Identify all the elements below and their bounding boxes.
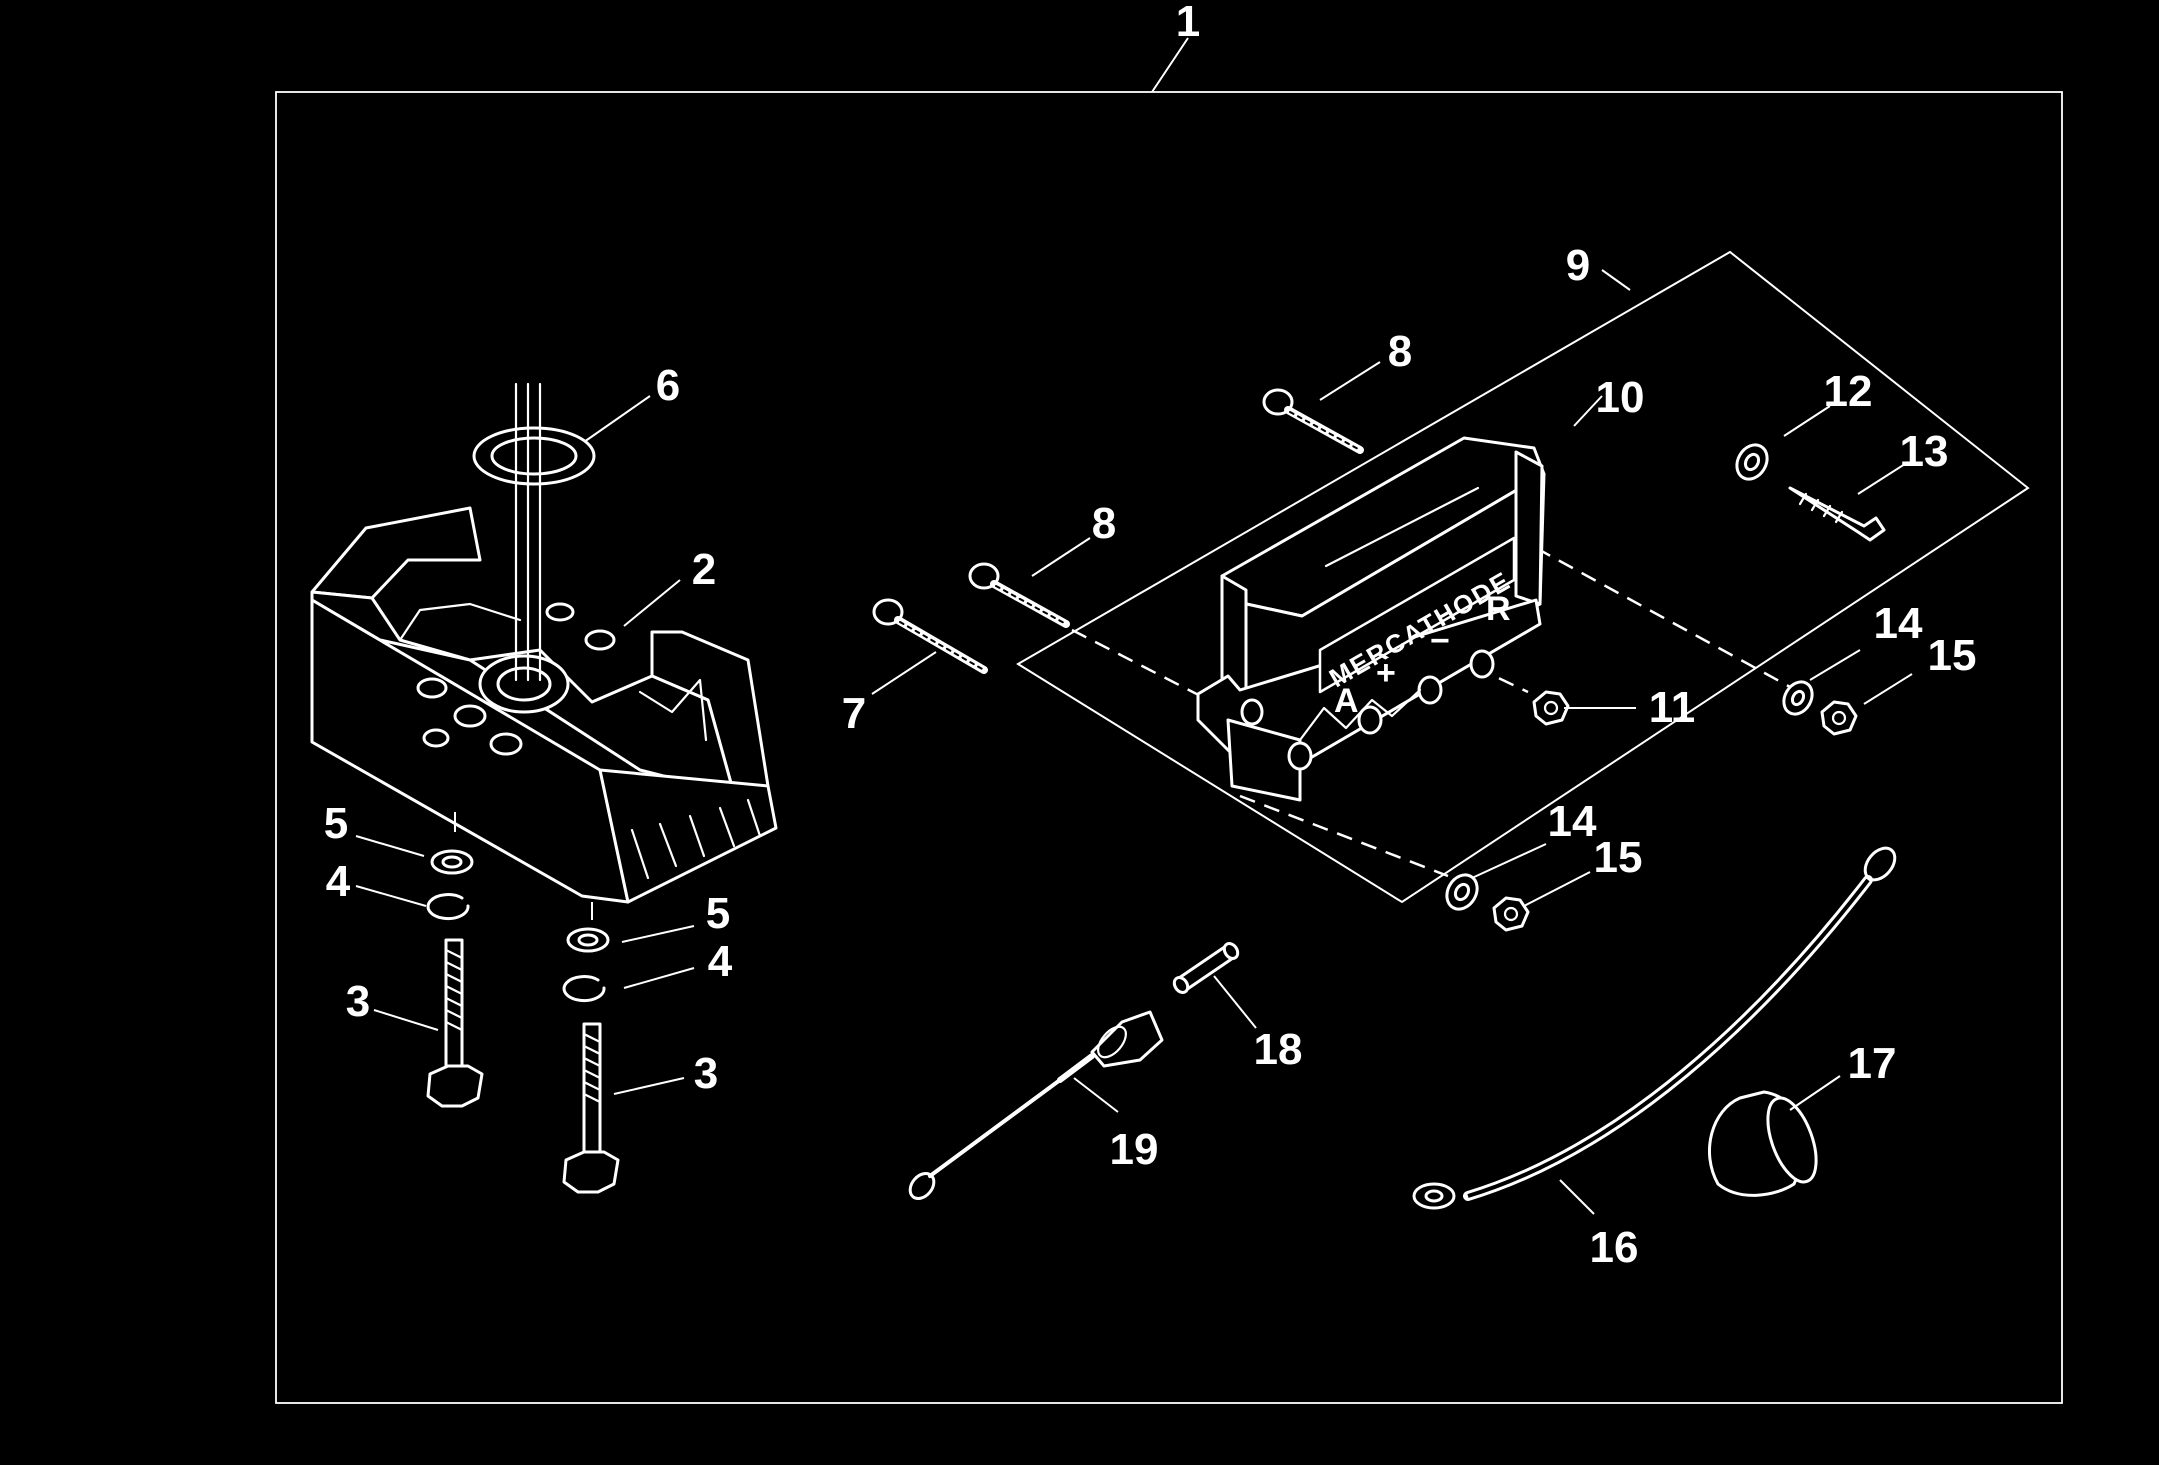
callout-13: 13 [1900,427,1949,476]
callout-3-left: 3 [346,977,370,1026]
callout-8-upper: 8 [1388,327,1412,376]
callout-17: 17 [1848,1039,1897,1088]
left-fastener-stack [426,812,484,1108]
cap-17 [1708,1090,1818,1197]
callout-1: 1 [1176,0,1200,46]
terminal-mark-a: A [1334,682,1359,720]
callout-5-left: 5 [324,799,348,848]
callout-19: 19 [1110,1125,1159,1174]
callout-11: 11 [1649,683,1696,732]
mercathode-controller [1196,436,1546,802]
terminal-mark-plus: + [1376,654,1396,692]
housing-wires [514,382,542,682]
callout-8-lower: 8 [1092,499,1116,548]
screw-7 [872,598,988,674]
callout-4-left: 4 [326,857,351,906]
assembly-frame: 1 [275,0,2063,1404]
anode-housing [310,506,778,904]
washer-14-lower [1445,873,1479,911]
washer-12 [1735,443,1769,481]
leader-lines [355,269,1913,1215]
terminal-mark-minus: − [1430,622,1450,660]
callout-4-right: 4 [708,937,733,986]
ground-strap-16 [1412,846,1897,1210]
fuse-holder-lead-19 [908,1010,1164,1201]
screw-13 [1788,486,1886,542]
callouts: 2 6 5 4 3 5 4 3 7 8 8 9 10 11 12 13 14 1… [324,241,1977,1272]
terminal-mark-r: R [1486,590,1511,628]
screw-8-lower [968,562,1070,628]
seal-ring [472,426,596,486]
nut-11 [1532,690,1570,726]
nut-15-lower [1492,896,1530,932]
callout-15-lower: 15 [1594,833,1643,882]
callout-14-upper: 14 [1874,599,1923,648]
regulator-group-outline [1016,250,2030,904]
callout-9: 9 [1566,241,1590,290]
screw-8-upper [1262,388,1364,454]
callout-12: 12 [1824,367,1873,416]
callout-6: 6 [656,361,680,410]
callout-14-lower: 14 [1548,797,1597,846]
callout-3-right: 3 [694,1049,718,1098]
callout-15-upper: 15 [1928,631,1977,680]
right-fastener-stack [562,902,620,1194]
nut-15-upper [1820,700,1858,736]
callout-18: 18 [1254,1025,1303,1074]
callout-16: 16 [1590,1223,1639,1272]
fuse-18 [1172,942,1240,994]
callout-5-right: 5 [706,889,730,938]
washer-14-upper [1782,680,1814,716]
callout-10: 10 [1596,373,1645,422]
callout-2: 2 [692,545,716,594]
callout-7: 7 [842,689,866,738]
